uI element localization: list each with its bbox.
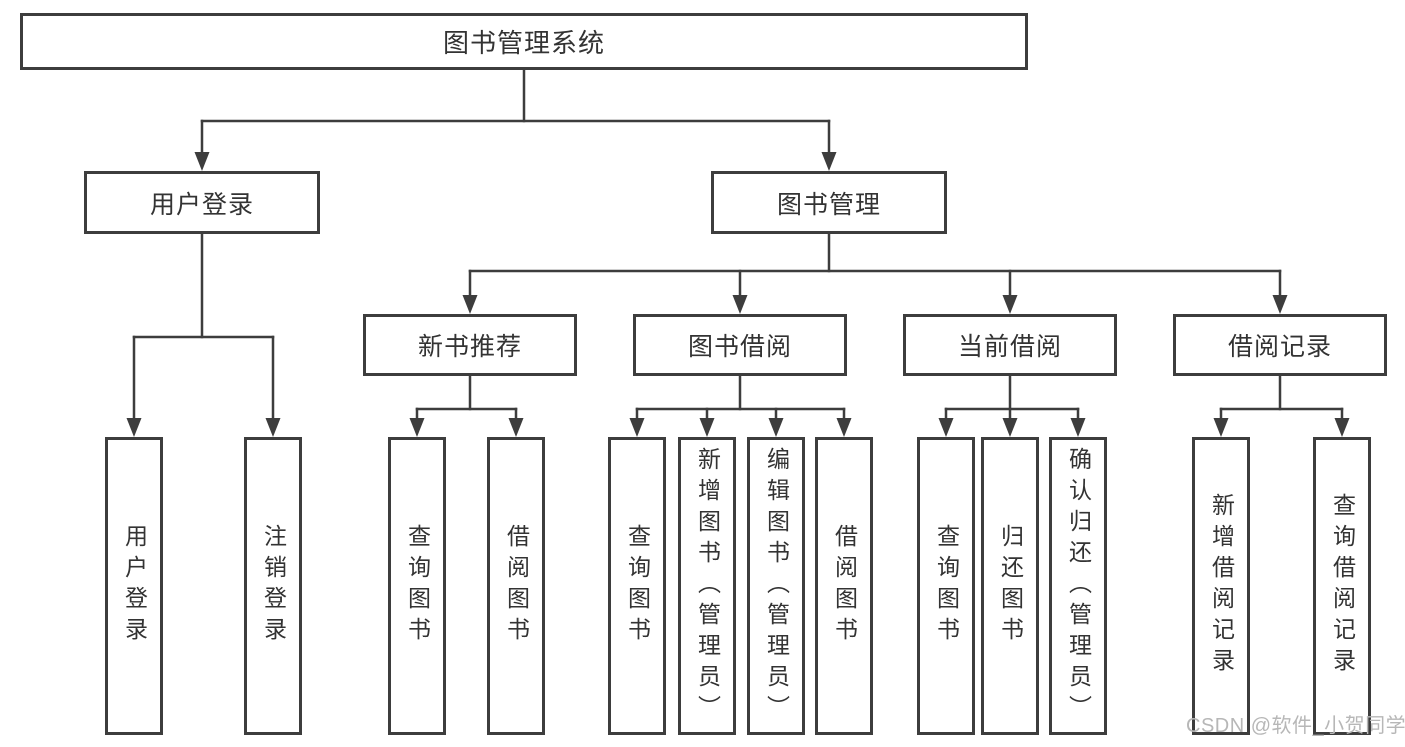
arrowhead-icon [409, 418, 425, 437]
node-user-login: 用户登录 [84, 171, 320, 234]
node-label-leaf-br-query: 查询借阅记录 [1329, 493, 1356, 679]
node-label-new-books: 新书推荐 [417, 333, 522, 361]
arrowhead-icon [1002, 418, 1018, 437]
arrowhead-icon [699, 418, 715, 437]
node-leaf-nb-query: 查询图书 [388, 437, 446, 735]
node-leaf-bb-add: 新增图书（管理员） [678, 437, 736, 735]
node-book-mgmt: 图书管理 [711, 171, 947, 234]
arrowhead-icon [1334, 418, 1350, 437]
node-leaf-bb-edit: 编辑图书（管理员） [747, 437, 805, 735]
arrowhead-icon [1213, 418, 1229, 437]
node-current-borrow: 当前借阅 [903, 314, 1117, 376]
node-leaf-user-login: 用户登录 [105, 437, 163, 735]
arrowhead-icon [126, 418, 142, 437]
node-label-leaf-nb-borrow: 借阅图书 [503, 524, 530, 648]
node-label-user-login: 用户登录 [149, 190, 254, 219]
arrowhead-icon [1272, 295, 1288, 314]
node-borrow-records: 借阅记录 [1173, 314, 1387, 376]
arrowhead-icon [821, 152, 837, 171]
watermark: CSDN @软件_小贺同学 [1186, 715, 1405, 737]
node-label-borrow-records: 借阅记录 [1227, 333, 1332, 361]
node-label-book-borrow: 图书借阅 [687, 333, 792, 361]
node-label-leaf-bb-add: 新增图书（管理员） [694, 446, 721, 726]
node-leaf-bb-borrow: 借阅图书 [815, 437, 873, 735]
node-leaf-logout: 注销登录 [244, 437, 302, 735]
arrowhead-icon [265, 418, 281, 437]
arrowhead-icon [1002, 295, 1018, 314]
arrowhead-icon [836, 418, 852, 437]
node-root: 图书管理系统 [20, 13, 1028, 70]
arrowhead-icon [629, 418, 645, 437]
node-leaf-bb-query: 查询图书 [608, 437, 666, 735]
node-label-leaf-user-login: 用户登录 [121, 524, 148, 648]
node-label-leaf-nb-query: 查询图书 [404, 524, 431, 648]
arrowhead-icon [194, 152, 210, 171]
node-label-leaf-logout: 注销登录 [260, 524, 287, 648]
node-label-leaf-cb-query: 查询图书 [933, 524, 960, 648]
node-new-books: 新书推荐 [363, 314, 577, 376]
arrowhead-icon [732, 295, 748, 314]
arrowhead-icon [508, 418, 524, 437]
node-label-book-mgmt: 图书管理 [776, 190, 881, 219]
arrowhead-icon [768, 418, 784, 437]
arrowhead-icon [1070, 418, 1086, 437]
node-label-leaf-br-add: 新增借阅记录 [1208, 493, 1235, 679]
arrowhead-icon [938, 418, 954, 437]
node-leaf-cb-return: 归还图书 [981, 437, 1039, 735]
node-leaf-br-add: 新增借阅记录 [1192, 437, 1250, 735]
node-book-borrow: 图书借阅 [633, 314, 847, 376]
node-leaf-nb-borrow: 借阅图书 [487, 437, 545, 735]
node-label-leaf-bb-borrow: 借阅图书 [831, 524, 858, 648]
node-leaf-cb-confirm: 确认归还（管理员） [1049, 437, 1107, 735]
node-label-leaf-cb-confirm: 确认归还（管理员） [1065, 446, 1092, 726]
node-label-leaf-bb-query: 查询图书 [624, 524, 651, 648]
node-label-current-borrow: 当前借阅 [957, 333, 1062, 361]
node-label-leaf-cb-return: 归还图书 [997, 524, 1024, 648]
node-leaf-cb-query: 查询图书 [917, 437, 975, 735]
node-label-leaf-bb-edit: 编辑图书（管理员） [763, 446, 790, 726]
arrowhead-icon [462, 295, 478, 314]
node-leaf-br-query: 查询借阅记录 [1313, 437, 1371, 735]
node-label-root: 图书管理系统 [442, 28, 605, 58]
